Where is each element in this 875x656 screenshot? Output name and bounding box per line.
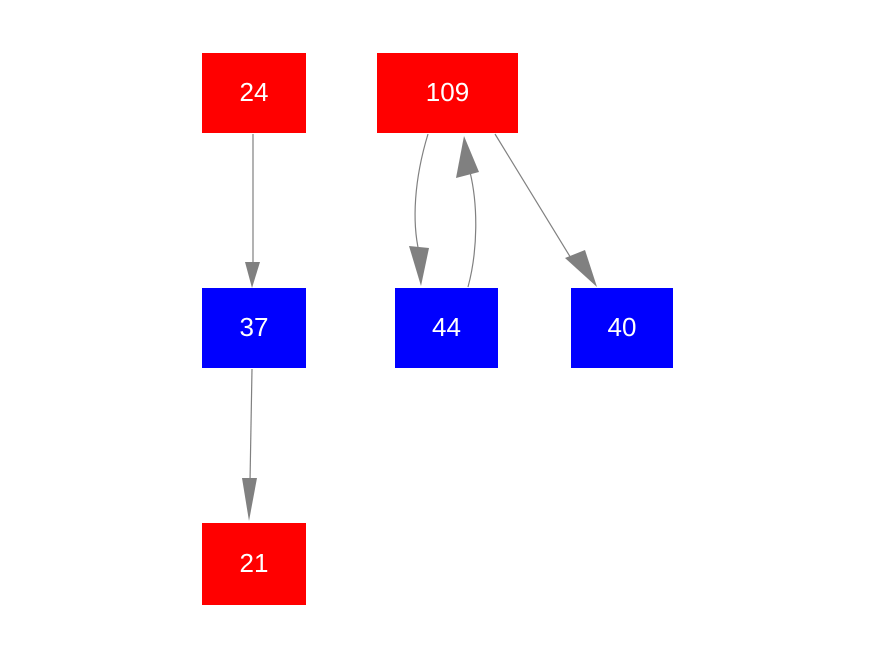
node-label: 44 [432, 312, 461, 342]
edge-37-to-21 [242, 368, 257, 521]
node-rect[interactable] [202, 53, 306, 133]
graph-node-21[interactable]: 21 [202, 523, 306, 605]
edge-109-to-44 [409, 133, 429, 286]
node-label: 37 [240, 312, 269, 342]
node-rect[interactable] [571, 288, 673, 368]
edges-layer [242, 133, 597, 521]
arrowhead-icon [245, 262, 260, 288]
arrowhead-icon [565, 250, 597, 287]
node-label: 24 [240, 77, 269, 107]
graph-node-37[interactable]: 37 [202, 288, 306, 368]
edge-44-to-109 [456, 136, 479, 288]
edge-path [467, 171, 477, 288]
nodes-layer: 24 109 37 44 40 21 [202, 53, 673, 605]
node-rect[interactable] [395, 288, 498, 368]
node-rect[interactable] [377, 53, 518, 133]
node-label: 21 [240, 548, 269, 578]
graph-node-44[interactable]: 44 [395, 288, 498, 368]
edge-path [249, 368, 253, 483]
arrowhead-icon [409, 246, 429, 286]
edge-109-to-40 [494, 133, 597, 287]
edge-24-to-37 [245, 134, 260, 288]
graph-node-109[interactable]: 109 [377, 53, 518, 133]
arrowhead-icon [242, 478, 257, 521]
node-label: 40 [608, 312, 637, 342]
edge-path [414, 133, 429, 253]
node-rect[interactable] [202, 288, 306, 368]
arrowhead-icon [456, 136, 479, 178]
graph-node-24[interactable]: 24 [202, 53, 306, 133]
graph-node-40[interactable]: 40 [571, 288, 673, 368]
node-rect[interactable] [202, 523, 306, 605]
edge-path [494, 133, 578, 269]
node-label: 109 [426, 77, 469, 107]
